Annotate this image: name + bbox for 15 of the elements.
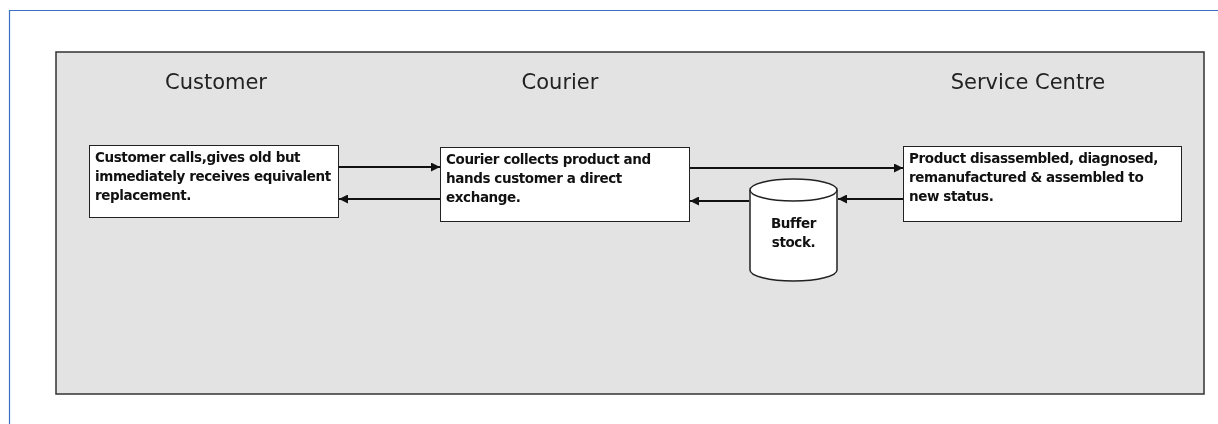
node-text: Customer calls,gives old but immediately receives equivalent replacement. — [95, 148, 332, 205]
column-heading: Customer — [165, 70, 267, 94]
column-heading: Service Centre — [950, 70, 1106, 94]
arrow — [338, 162, 441, 172]
node-text: Courier collects product and hands customer a direct exchange. — [446, 150, 652, 207]
node-text: Buffer stock. — [769, 214, 818, 252]
process-box — [440, 147, 690, 222]
node-text: Product disassembled, diagnosed, remanufactured & assembled to new status. — [909, 149, 1160, 206]
arrow — [689, 196, 750, 206]
arrow — [837, 194, 904, 204]
arrow — [689, 163, 904, 173]
process-box — [903, 146, 1182, 222]
column-heading: Courier — [521, 70, 599, 94]
arrow — [338, 194, 441, 204]
process-box — [89, 145, 339, 218]
